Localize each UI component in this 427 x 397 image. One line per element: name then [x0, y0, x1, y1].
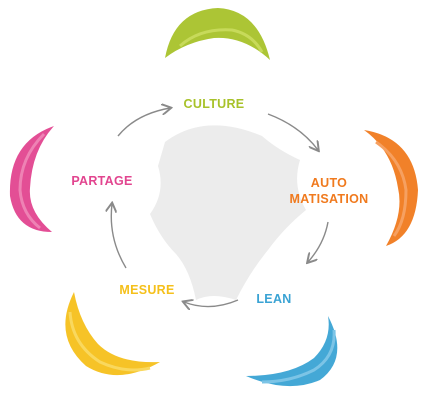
- automatisation-label: AUTO MATISATION: [274, 175, 384, 207]
- arrow-lean-to-mesure: [184, 300, 239, 307]
- arrow-culture-to-automatisation: [267, 113, 318, 150]
- mesure-label: MESURE: [119, 283, 175, 297]
- partage-label: PARTAGE: [71, 174, 133, 188]
- arrow-mesure-to-partage: [111, 204, 127, 269]
- mesure-brush-stroke: [65, 292, 160, 376]
- automatisation-brush-stroke: [364, 130, 418, 246]
- lean-label: LEAN: [256, 292, 292, 306]
- automatisation-label-line2: MATISATION: [289, 192, 369, 206]
- automatisation-label-line1: AUTO: [310, 176, 348, 190]
- center-star-shape: [150, 125, 306, 300]
- partage-brush-stroke: [9, 126, 54, 232]
- arrow-partage-to-culture: [117, 108, 170, 137]
- arrow-automatisation-to-lean: [308, 221, 329, 262]
- culture-label: CULTURE: [183, 97, 245, 111]
- culture-brush-stroke: [165, 8, 270, 60]
- lean-brush-stroke: [246, 316, 338, 387]
